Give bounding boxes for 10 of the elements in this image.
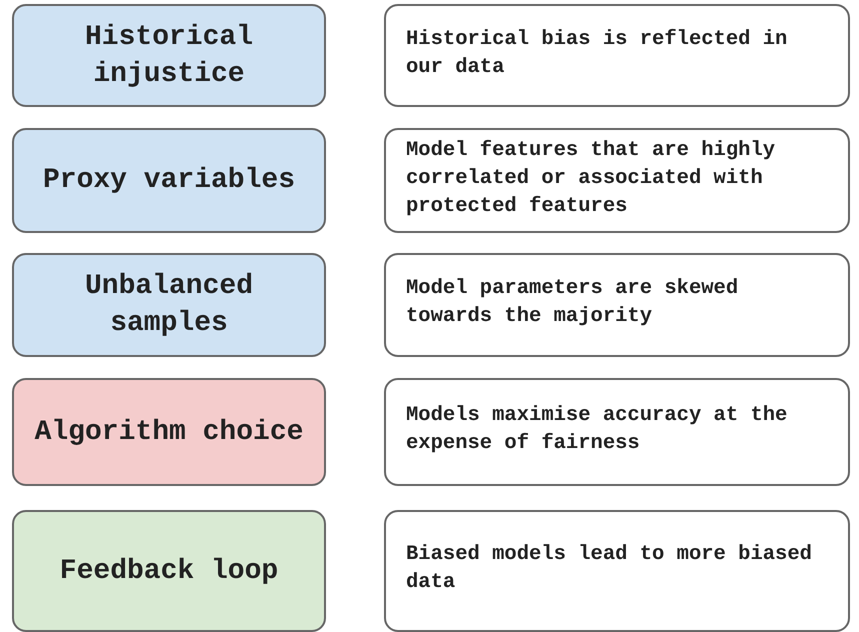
description-box: Model parameters are skewed towards the majority [384, 253, 850, 357]
category-box: Historical injustice [12, 4, 326, 107]
category-box: Proxy variables [12, 128, 326, 233]
category-box: Algorithm choice [12, 378, 326, 486]
description-box: Model features that are highly correlated or associated with protected features [384, 128, 850, 233]
category-box: Feedback loop [12, 510, 326, 632]
description-box: Models maximise accuracy at the expense of fairness [384, 378, 850, 486]
category-box: Unbalanced samples [12, 253, 326, 357]
description-box: Biased models lead to more biased data [384, 510, 850, 632]
description-box: Historical bias is reflected in our data [384, 4, 850, 107]
